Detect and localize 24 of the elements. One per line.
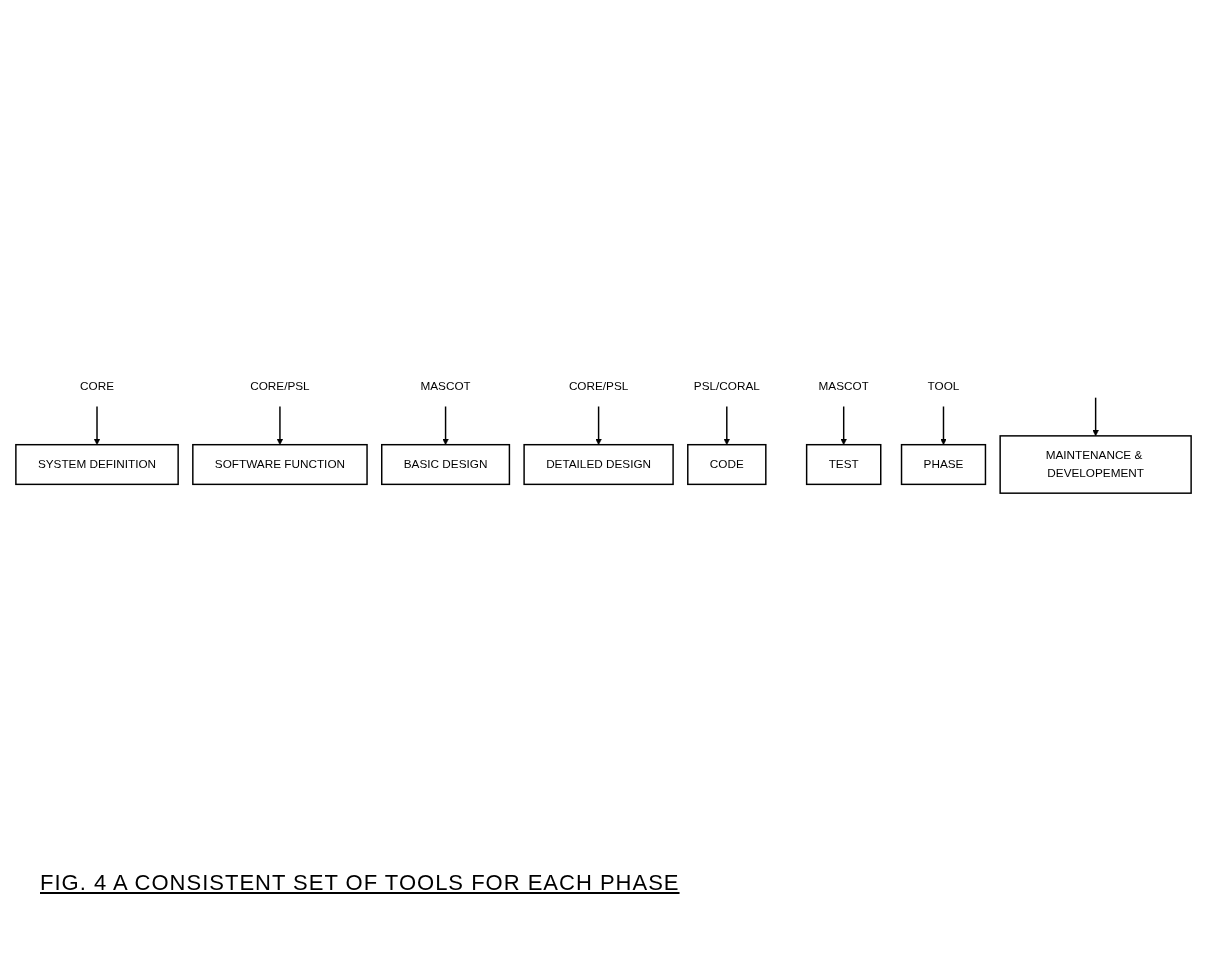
node-box: DETAILED DESIGN xyxy=(523,443,674,486)
node-text: CORE/PSL xyxy=(568,380,629,393)
node-box: BASIC DESIGN xyxy=(381,443,511,486)
node-box: MAINTENANCE & DEVELOPEMENT xyxy=(999,435,1192,494)
node-text: MASCOT xyxy=(420,380,471,393)
node-text: CORE/PSL xyxy=(250,380,310,393)
node-box: CODE xyxy=(687,443,767,486)
arrow xyxy=(595,405,602,445)
node-text: CORE xyxy=(80,380,114,393)
arrow xyxy=(723,405,731,445)
arrow xyxy=(1092,396,1099,437)
node-box: SOFTWARE FUNCTION xyxy=(192,443,368,486)
arrow xyxy=(93,405,101,445)
arrow xyxy=(442,405,449,445)
node-box: PHASE xyxy=(900,443,987,486)
figure-caption: FIG. 4 A CONSISTENT SET OF TOOLS FOR EACH PHASE xyxy=(40,870,681,896)
arrow xyxy=(840,405,847,445)
arrow xyxy=(940,405,947,445)
node-text: MASCOT xyxy=(818,380,869,393)
node-text: PSL/CORAL xyxy=(693,380,760,393)
arrow xyxy=(276,405,284,445)
node-box: SYSTEM DEFINITION xyxy=(15,443,179,486)
node-text: TOOL xyxy=(927,380,960,393)
node-box: TEST xyxy=(805,443,882,486)
